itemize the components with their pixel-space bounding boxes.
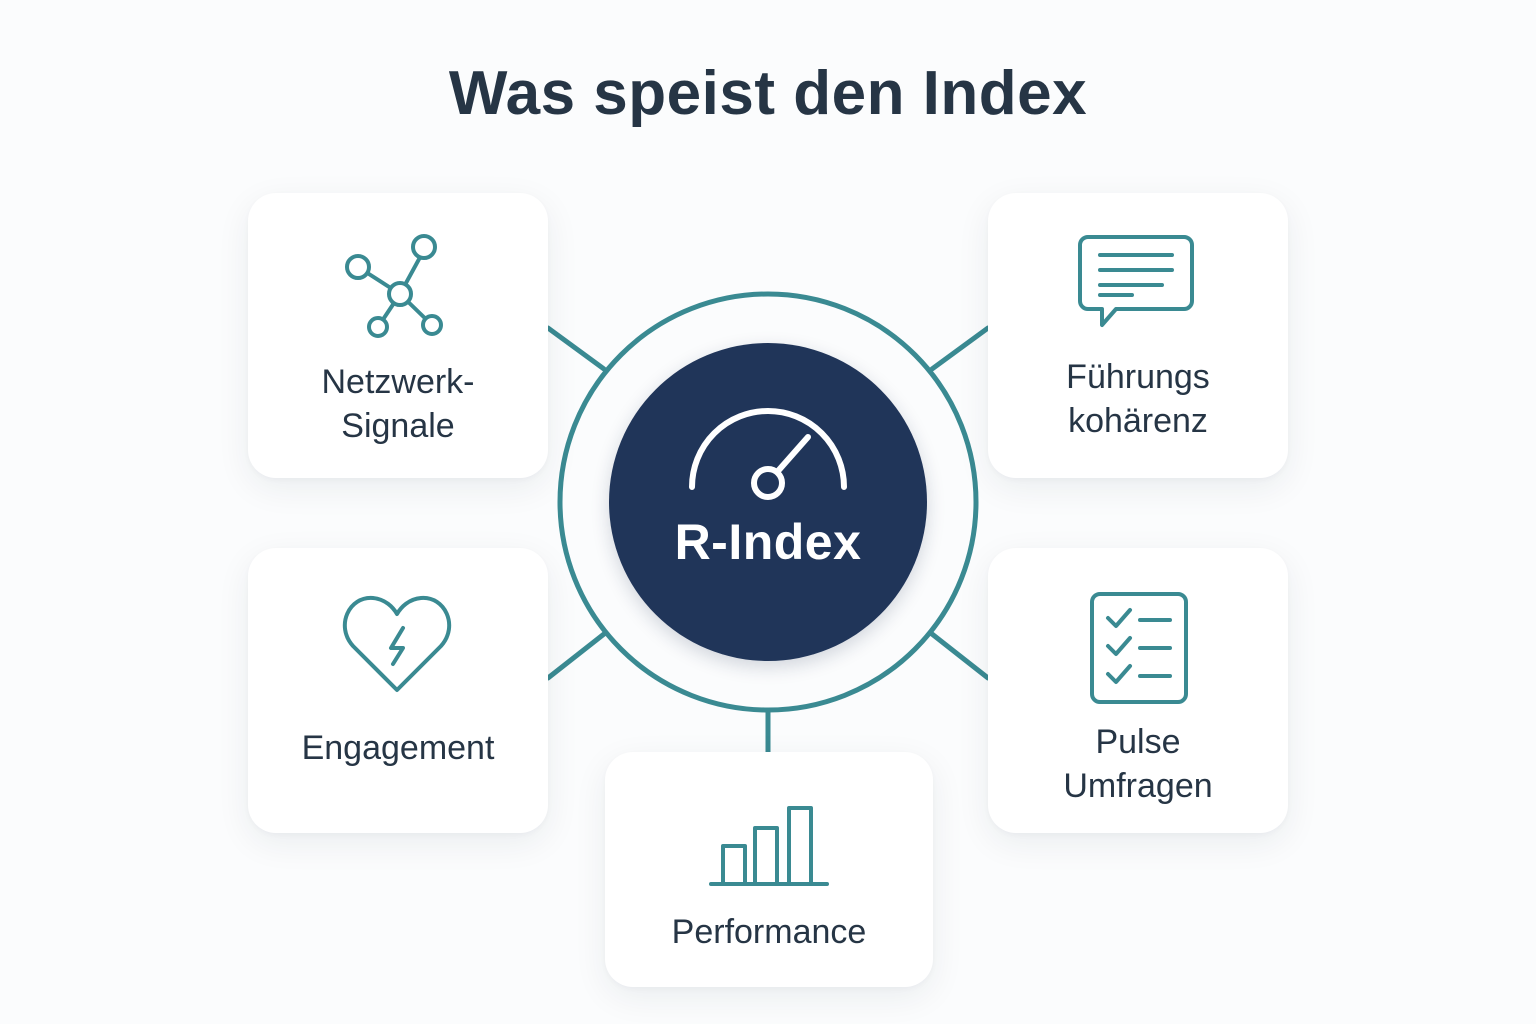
checklist-icon — [1090, 592, 1188, 704]
spoke-leadership — [929, 325, 991, 372]
card-label-network: Netzwerk- Signale — [321, 363, 475, 445]
card-performance: Performance — [605, 752, 933, 987]
card-label-leadership: Führungs kohärenz — [1066, 358, 1210, 440]
chat-message-icon — [1078, 235, 1194, 327]
card-pulse-surveys: Pulse Umfragen — [988, 548, 1288, 833]
spoke-engagement — [545, 631, 607, 681]
card-label-engagement: Engagement — [301, 729, 495, 767]
spoke-pulse — [929, 631, 991, 681]
network-icon — [345, 234, 443, 338]
gauge-icon — [689, 408, 847, 500]
card-leadership-coherence: Führungs kohärenz — [988, 193, 1288, 478]
spoke-network — [545, 325, 607, 372]
heart-lightning-icon — [342, 595, 452, 692]
hub-label: R-Index — [674, 514, 862, 570]
diagram-title: Was speist den Index — [448, 59, 1088, 128]
card-engagement: Engagement — [248, 548, 548, 833]
bar-chart-icon — [709, 806, 829, 886]
card-label-pulse: Pulse Umfragen — [1063, 723, 1213, 805]
card-network-signals: Netzwerk- Signale — [248, 193, 548, 478]
r-index-hub: R-Index — [609, 343, 927, 661]
card-label-performance: Performance — [671, 913, 867, 951]
